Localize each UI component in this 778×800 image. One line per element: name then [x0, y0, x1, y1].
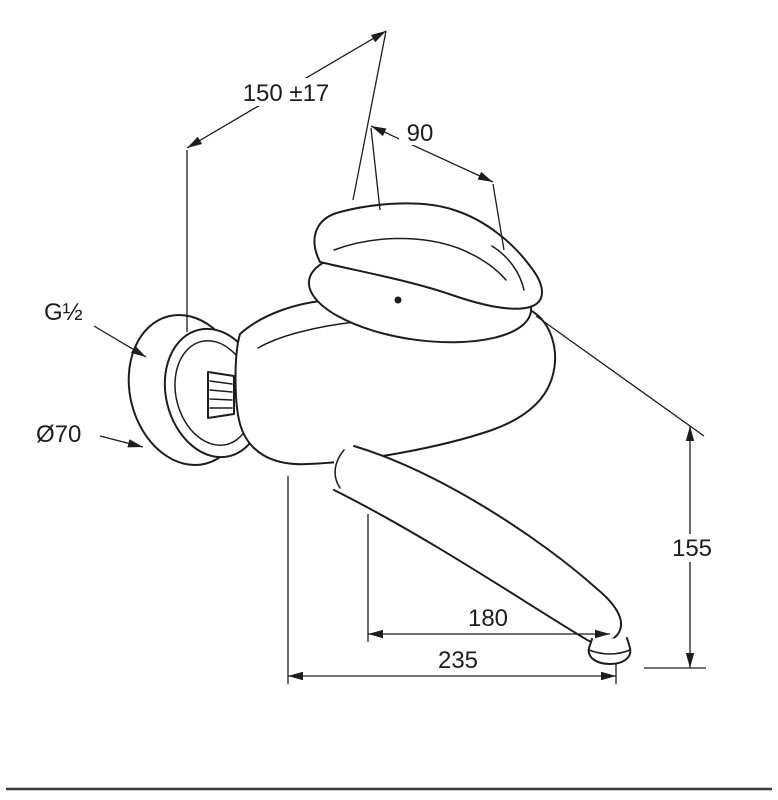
dim90-extension-left [370, 127, 381, 211]
dim235-label: 235 [438, 647, 478, 674]
thread-size-callout: G½ [44, 299, 147, 358]
dim180-label: 180 [468, 605, 508, 632]
lever-handle [313, 202, 543, 310]
lever-top-edge-line [333, 237, 507, 281]
dim90-label-halo [399, 119, 441, 145]
aerator-band-line [588, 649, 631, 655]
dim-outlet-drop: 155 [535, 315, 720, 669]
dim-spout-reach: 180 [367, 514, 610, 642]
thread-size-label: G½ [44, 299, 83, 326]
dim155-extension-top [535, 315, 705, 437]
flange-leader-line [99, 435, 144, 448]
dim90-line [370, 125, 494, 183]
aerator-outline [587, 637, 632, 665]
dim150-extension-right [352, 30, 387, 201]
dim150-label-halo [228, 78, 344, 106]
dim155-label: 155 [672, 535, 712, 562]
thread-leader-line [93, 325, 147, 358]
temperature-indicator-dot [394, 296, 402, 304]
spout-bottom-edge [333, 489, 585, 639]
spout-fill [334, 446, 622, 643]
lever-outline [313, 202, 543, 310]
knob-separation-line [491, 245, 525, 291]
flange-diameter-callout: Ø70 [36, 421, 144, 448]
dim90-label: 90 [407, 120, 434, 147]
spout-collar-line [334, 449, 345, 489]
threaded-connector [207, 371, 235, 419]
dim-total-projection: 235 [287, 476, 617, 684]
dim-connection-spacing: 150 ±17 [186, 30, 387, 332]
dim90-extension-right [492, 183, 505, 251]
thread-hatching [209, 380, 233, 409]
dim150-label: 150 ±17 [243, 80, 330, 107]
dim-handle-projection: 90 [370, 119, 505, 251]
connector-nut [207, 371, 235, 419]
aerator [587, 637, 632, 665]
dim155-label-halo [666, 534, 720, 562]
flange-diameter-label: Ø70 [36, 421, 81, 448]
